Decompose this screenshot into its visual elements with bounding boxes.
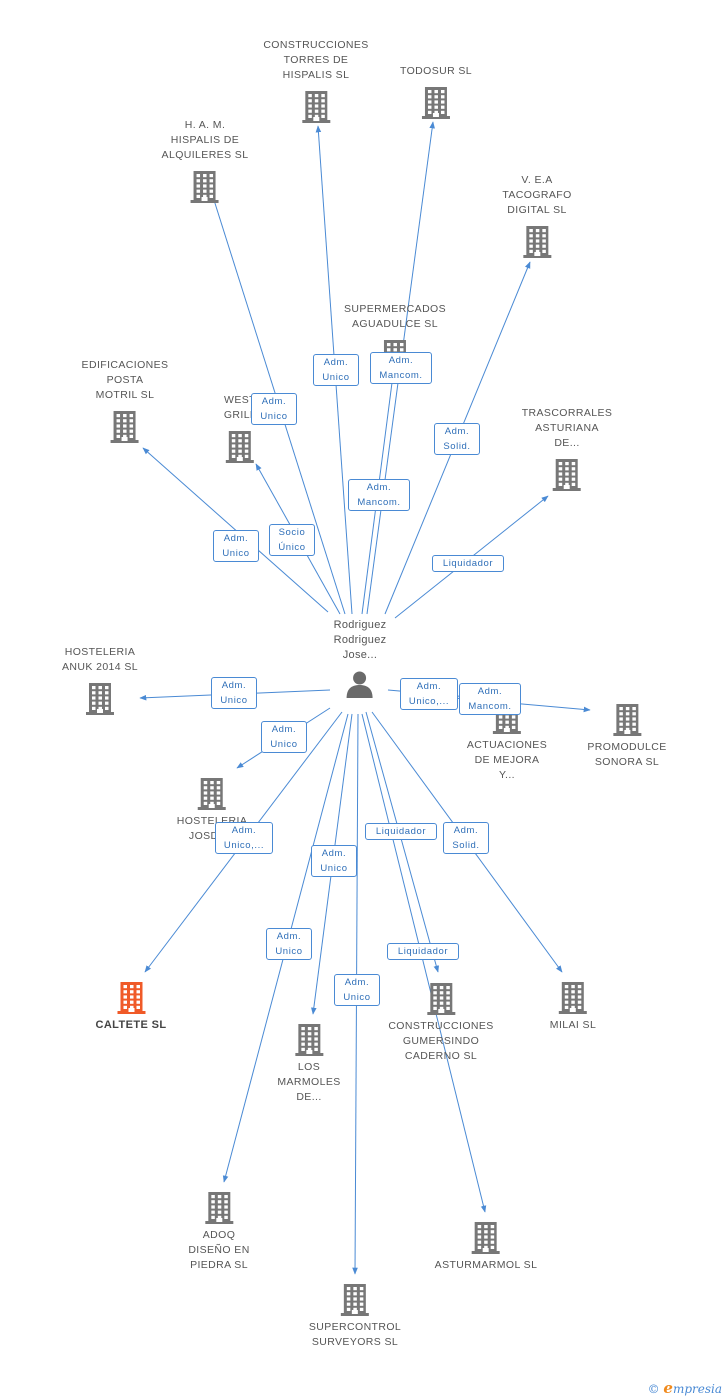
edge-label-adoq[interactable]: Adm. Unico (266, 928, 312, 960)
edge-label-edificaciones[interactable]: Adm. Unico (213, 530, 259, 562)
company-label: CONSTRUCCIONES GUMERSINDO CADERNO SL (388, 1020, 494, 1062)
edge-label-hosteleria-josdor[interactable]: Adm. Unico (261, 721, 307, 753)
company-node-vea-tacografo[interactable]: V. E.A TACOGRAFO DIGITAL SL (502, 173, 571, 258)
company-label: SUPERMERCADOS AGUADULCE SL (343, 303, 447, 330)
building-icon (205, 1192, 233, 1224)
edge-label-west-grill[interactable]: Socio Único (269, 524, 315, 556)
company-label: MILAI SL (549, 1019, 597, 1031)
empresia-logo-initial: e (663, 1379, 673, 1397)
company-label: ASTURMARMOL SL (434, 1259, 538, 1271)
edge-line-construcciones-gumersindo (365, 711, 440, 973)
company-node-construcciones-torres[interactable]: CONSTRUCCIONES TORRES DE HISPALIS SL (263, 38, 368, 123)
company-label: CALTETE SL (95, 1019, 167, 1031)
company-label: V. E.A TACOGRAFO DIGITAL SL (502, 174, 572, 216)
edge-label-supermercados[interactable]: Adm. Mancom. (348, 479, 410, 511)
edge-label-ham-hispalis[interactable]: Adm. Unico (251, 393, 297, 425)
company-label: SUPERCONTROL SURVEYORS SL (308, 1321, 402, 1348)
company-label: H. A. M. HISPALIS DE ALQUILERES SL (161, 119, 249, 161)
edge-label-vea-tacografo[interactable]: Adm. Solid. (434, 423, 480, 455)
edge-label-los-marmoles[interactable]: Adm. Unico (311, 845, 357, 877)
edge-label-trascorrales[interactable]: Liquidador (432, 555, 504, 572)
edge-label-milai[interactable]: Adm. Solid. (443, 822, 489, 854)
company-label: HOSTELERIA ANUK 2014 SL (61, 646, 139, 673)
building-icon (225, 431, 254, 463)
company-node-asturmarmol[interactable]: ASTURMARMOL SL (435, 1220, 538, 1273)
edge-label-construcciones-gumersindo[interactable]: Liquidador (365, 823, 437, 840)
building-icon (116, 982, 145, 1014)
edge-label-actuaciones[interactable]: Adm. Unico,... (400, 678, 458, 710)
company-label: LOS MARMOLES DE... (277, 1061, 341, 1103)
company-node-hosteleria-anuk[interactable]: HOSTELERIA ANUK 2014 SL (62, 645, 138, 715)
building-icon (294, 1024, 323, 1056)
building-icon (110, 411, 139, 443)
company-label: TODOSUR SL (399, 65, 473, 77)
company-node-supercontrol[interactable]: SUPERCONTROL SURVEYORS SL (309, 1282, 401, 1350)
edge-label-promodulce[interactable]: Adm. Mancom. (459, 683, 521, 715)
building-icon (522, 226, 551, 258)
company-label: ADOQ DISEÑO EN PIEDRA SL (188, 1229, 250, 1271)
company-label: WEST GRILL (223, 394, 257, 421)
company-label: PROMODULCE SONORA SL (587, 741, 667, 768)
edge-label-hosteleria-anuk[interactable]: Adm. Unico (211, 677, 257, 709)
company-node-caltete[interactable]: CALTETE SL (95, 980, 166, 1033)
edge-label-asturmarmol[interactable]: Liquidador (387, 943, 459, 960)
company-label: EDIFICACIONES POSTA MOTRIL SL (81, 359, 169, 401)
building-icon (558, 982, 587, 1014)
edge-label-supercontrol[interactable]: Adm. Unico (334, 974, 380, 1006)
company-label: ACTUACIONES DE MEJORA Y... (466, 739, 548, 781)
building-icon (421, 87, 450, 119)
company-node-west-grill[interactable]: WEST GRILL (224, 393, 256, 463)
company-label: TRASCORRALES ASTURIANA DE... (521, 407, 613, 449)
building-icon (612, 704, 641, 736)
company-node-promodulce[interactable]: PROMODULCE SONORA SL (587, 702, 666, 770)
building-icon (85, 683, 114, 715)
building-icon (198, 778, 226, 810)
empresia-logo-text: mpresia (672, 1382, 722, 1396)
edge-label-caltete[interactable]: Adm. Unico,... (215, 822, 273, 854)
edge-label-todosur[interactable]: Adm. Mancom. (370, 352, 432, 384)
company-node-milai[interactable]: MILAI SL (550, 980, 596, 1033)
company-node-edificaciones[interactable]: EDIFICACIONES POSTA MOTRIL SL (82, 358, 169, 443)
company-node-adoq[interactable]: ADOQ DISEÑO EN PIEDRA SL (188, 1190, 249, 1273)
edge-label-construcciones-torres[interactable]: Adm. Unico (313, 354, 359, 386)
building-icon (341, 1284, 369, 1316)
company-node-los-marmoles[interactable]: LOS MARMOLES DE... (277, 1022, 340, 1105)
person-icon (347, 671, 373, 698)
building-icon (472, 1222, 500, 1254)
copyright-symbol: © (647, 1382, 660, 1396)
company-node-construcciones-gumersindo[interactable]: CONSTRUCCIONES GUMERSINDO CADERNO SL (388, 981, 493, 1064)
building-icon (426, 983, 455, 1015)
building-icon (191, 171, 219, 203)
company-node-ham-hispalis[interactable]: H. A. M. HISPALIS DE ALQUILERES SL (162, 118, 249, 203)
building-icon (301, 91, 330, 123)
company-node-todosur[interactable]: TODOSUR SL (400, 64, 472, 119)
center-person-node[interactable]: Rodriguez Rodriguez Jose... (334, 618, 387, 699)
company-node-trascorrales[interactable]: TRASCORRALES ASTURIANA DE... (522, 406, 613, 491)
building-icon (552, 459, 581, 491)
center-person-label: Rodriguez Rodriguez Jose... (333, 619, 387, 661)
empresia-footer[interactable]: © empresia (648, 1379, 722, 1397)
edge-line-asturmarmol (361, 713, 487, 1213)
company-label: CONSTRUCCIONES TORRES DE HISPALIS SL (263, 39, 369, 81)
